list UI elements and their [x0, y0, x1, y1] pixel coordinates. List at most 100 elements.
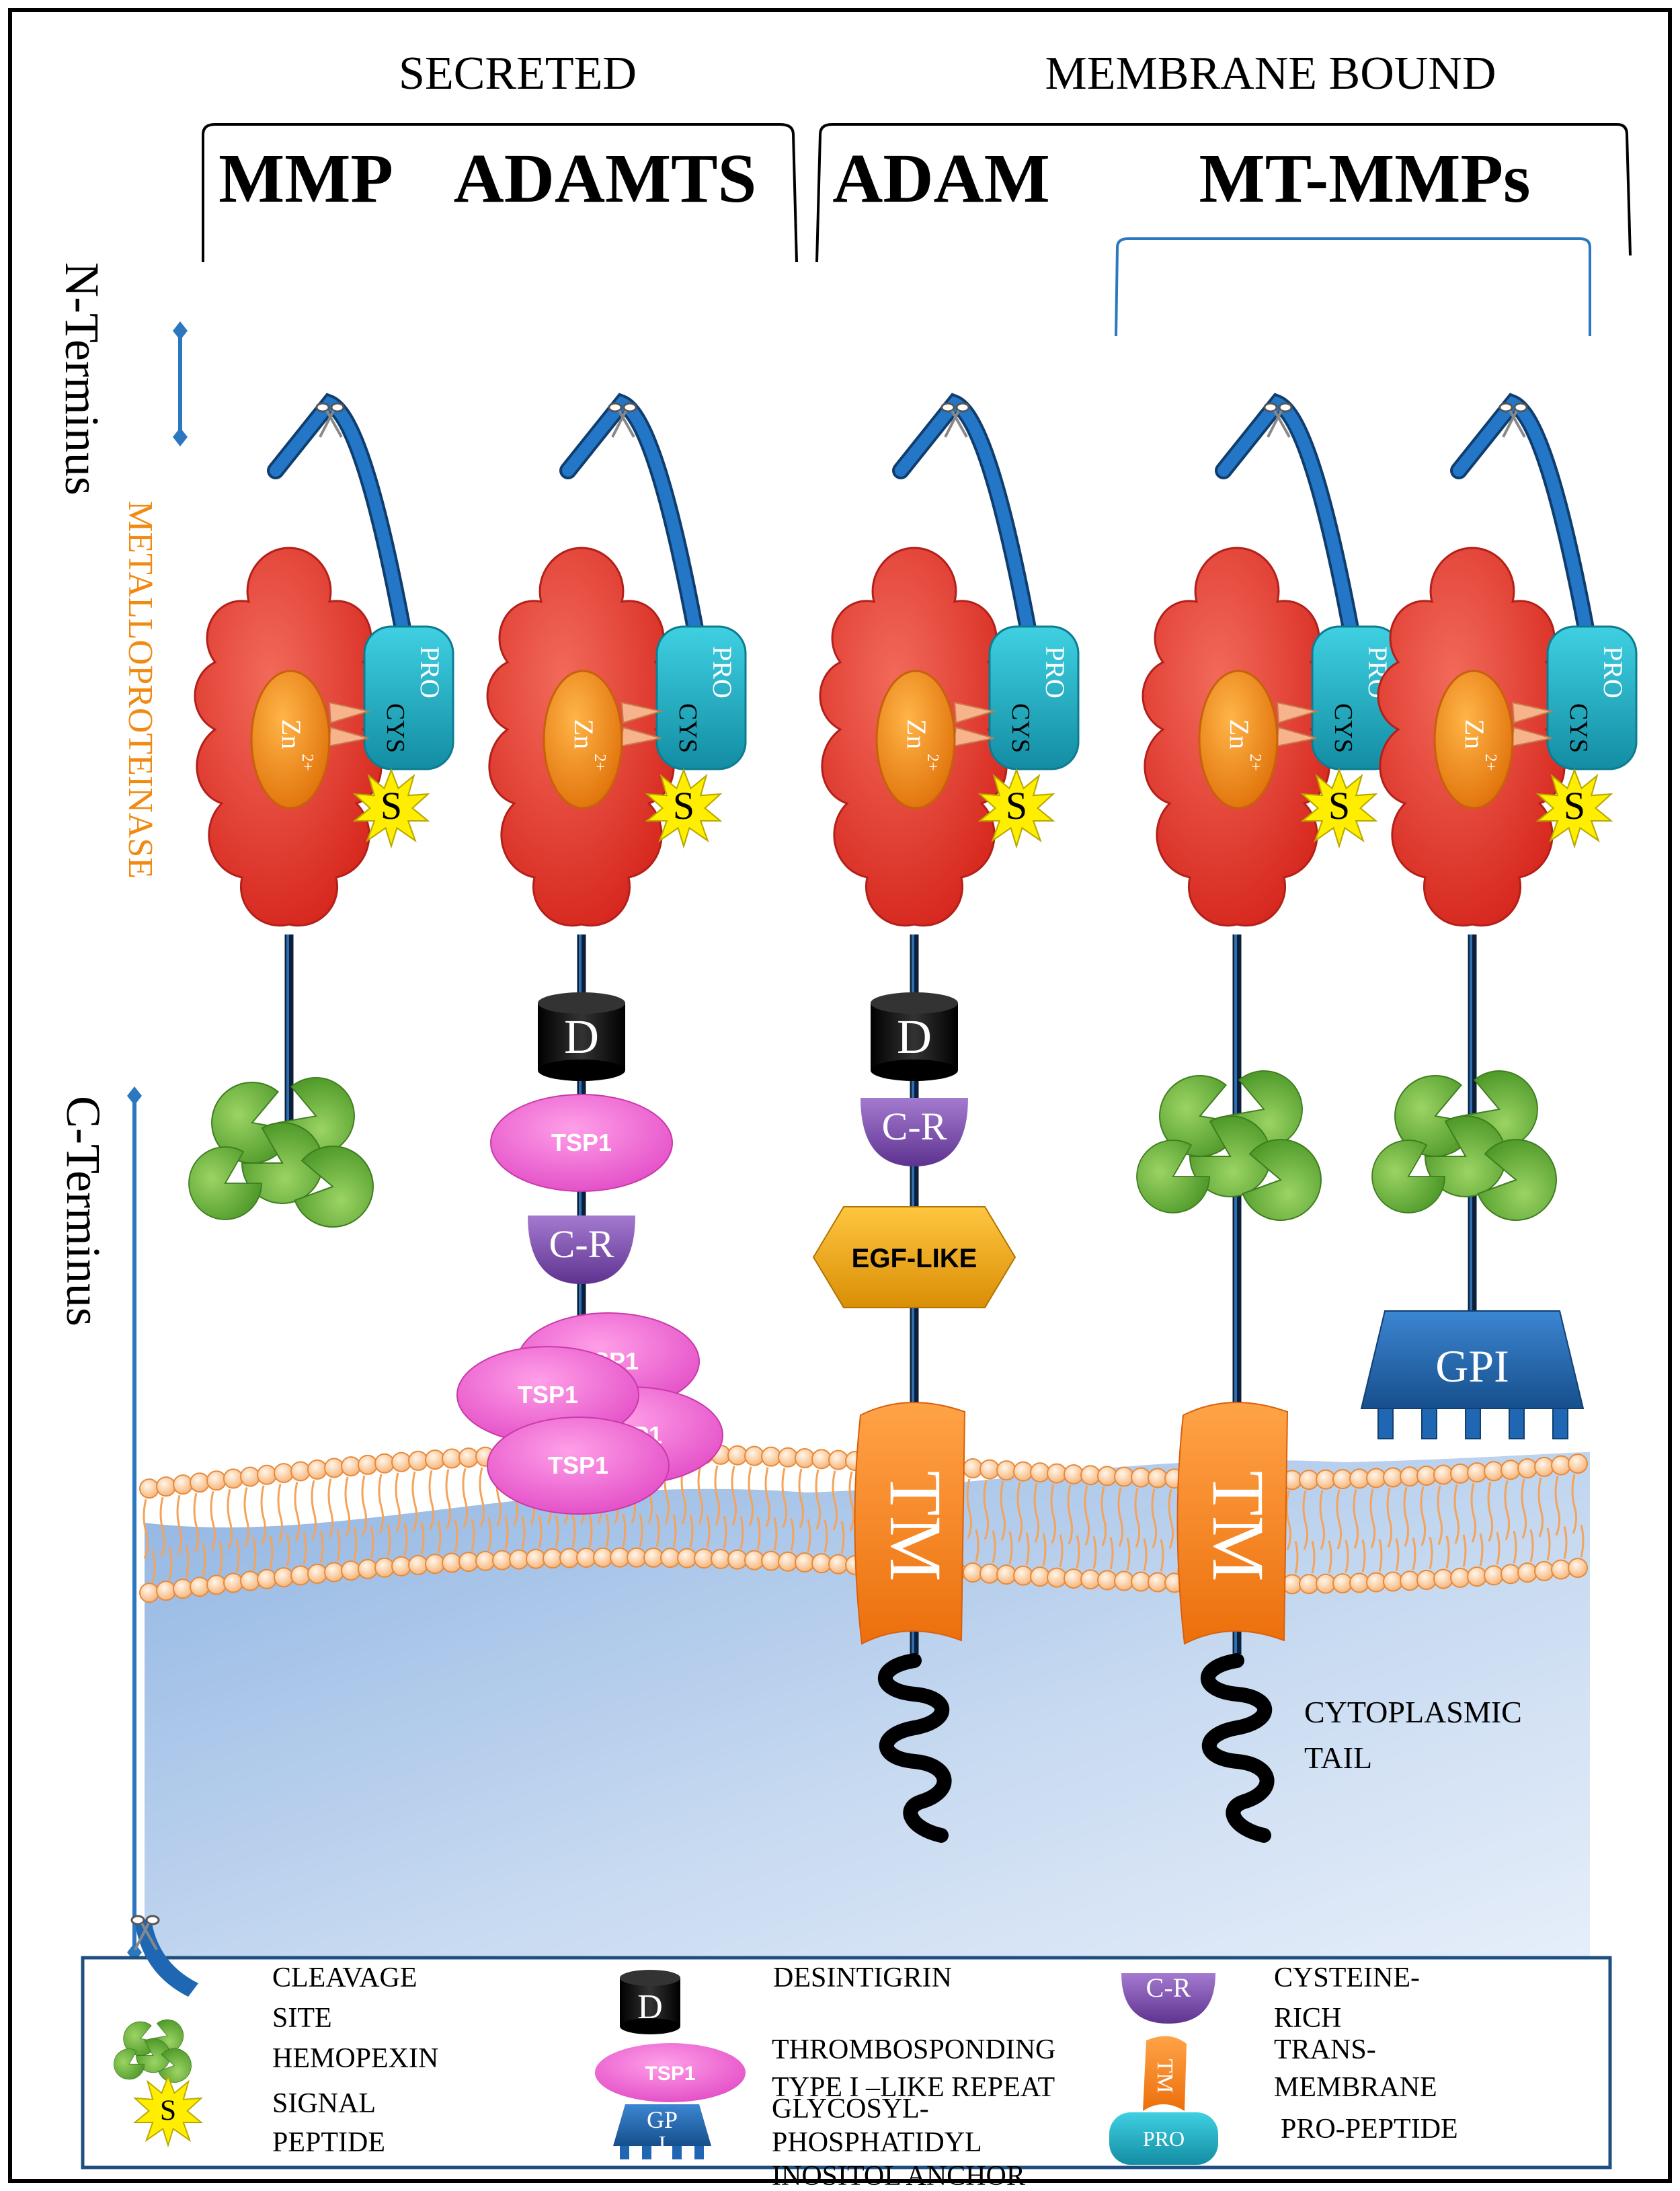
zinc-charge-text: 2+ — [1246, 754, 1264, 771]
proteins: PROCYSZn2+SPROCYSZn2+SDTSP1C-RTSP1TSP1TS… — [175, 393, 1638, 1843]
s-text: S — [673, 784, 694, 828]
mmp-label: MMP — [218, 140, 393, 217]
pro-text: PRO — [415, 646, 445, 699]
tsp1-text: TSP1 — [551, 1129, 612, 1156]
legend-hemopexin: HEMOPEXIN — [272, 2043, 438, 2074]
zinc-charge-text: 2+ — [298, 754, 316, 771]
s-text: S — [1564, 784, 1585, 828]
cys-bond — [1511, 701, 1554, 724]
cr-text: C-R — [882, 1105, 947, 1148]
n-terminus-axis — [173, 321, 188, 446]
cytoplasmic-tail — [1201, 1653, 1275, 1843]
desintigrin-domain: D — [871, 992, 958, 1081]
zinc-ion — [250, 670, 331, 809]
membrane-bound-bracket — [815, 123, 1632, 263]
zinc-charge-text: 2+ — [924, 754, 941, 771]
transmembrane-domain: TM — [1176, 1402, 1289, 1645]
cytoplasmic-label-1: CYTOPLASMIC — [1304, 1695, 1522, 1729]
mt-mmps-bracket — [1115, 237, 1591, 337]
membrane-bound-label: MEMBRANE BOUND — [1045, 48, 1496, 99]
cr-text: C-R — [549, 1222, 614, 1266]
cys-text: CYS — [381, 703, 409, 753]
cys-bond — [621, 701, 664, 724]
zinc-text: Zn — [276, 719, 307, 749]
hemopexin-domain — [175, 1069, 379, 1234]
legend-thrombo-2: TYPE I –LIKE REPEAT — [772, 2072, 1055, 2103]
hemopexin-domain — [1123, 1062, 1327, 1227]
pro-peptide-icon: PRO — [1109, 2112, 1218, 2165]
cytoplasmic-label-2: TAIL — [1304, 1741, 1372, 1775]
gpi-text: GPI — [1435, 1341, 1509, 1392]
zinc-text: Zn — [569, 719, 599, 749]
pro-text: PRO — [707, 646, 737, 699]
s-text: S — [1006, 784, 1027, 828]
zinc-ion — [543, 670, 623, 809]
s-text: S — [1328, 784, 1350, 828]
cysteine-rich-domain: C-R — [528, 1216, 635, 1284]
zinc-text: Zn — [1459, 719, 1490, 749]
cys-bond — [953, 701, 996, 724]
legend-glycosyl-1: GLYCOSYL- — [772, 2094, 929, 2124]
pro-peptide — [363, 625, 454, 770]
transmembrane-domain: TM — [854, 1402, 966, 1645]
legend-icon-d: D — [637, 1988, 663, 2026]
legend-icon-gpi-2: I — [658, 2132, 666, 2157]
desintigrin-domain: D — [538, 992, 625, 1081]
legend-icon-pro: PRO — [1143, 2126, 1185, 2151]
egf-like-domain: EGF-LIKE — [812, 1206, 1016, 1308]
d-text: D — [564, 1010, 599, 1064]
tsp1-icon: TSP1 — [595, 2043, 746, 2102]
legend-propeptide: PRO-PEPTIDE — [1281, 2114, 1458, 2145]
pro-text: PRO — [1598, 646, 1628, 699]
signal-peptide-icon: S — [134, 2075, 202, 2147]
legend-cleavage-2: SITE — [272, 2003, 332, 2034]
pro-text: PRO — [1040, 646, 1070, 699]
pro-peptide — [988, 625, 1080, 770]
adamts-label: ADAMTS — [454, 140, 757, 217]
legend-trans-1: TRANS- — [1274, 2034, 1376, 2065]
secreted-bracket — [202, 123, 798, 263]
legend-cysteine-2: RICH — [1274, 2003, 1341, 2034]
pro-peptide — [655, 625, 747, 770]
metalloproteinase-label: METALLOPROTEINASE — [121, 501, 159, 879]
zinc-charge-text: 2+ — [1482, 754, 1499, 771]
adam-label: ADAM — [832, 140, 1049, 217]
legend-desintigrin: DESINTIGRIN — [773, 1962, 952, 1993]
legend-thrombo-1: THROMBOSPONDING — [772, 2034, 1055, 2065]
gpi-icon: GP I — [613, 2104, 711, 2159]
secreted-label: SECRETED — [399, 48, 637, 99]
legend-signal-2: PEPTIDE — [272, 2127, 385, 2158]
legend-icon-tm: TM — [1152, 2059, 1177, 2094]
tsp1-domain: TSP1 — [487, 1417, 670, 1515]
tm-text: TM — [875, 1471, 957, 1582]
n-terminus-label: N-Terminus — [55, 262, 109, 495]
cys-bond — [1276, 701, 1319, 724]
cys-bond — [328, 701, 371, 724]
legend-trans-2: MEMBRANE — [1274, 2072, 1437, 2103]
zinc-charge-text: 2+ — [591, 754, 608, 771]
cys-text: CYS — [1329, 703, 1357, 753]
tsp1-domain: TSP1 — [490, 1094, 673, 1192]
pro-peptide — [1546, 625, 1638, 770]
tsp1-text: TSP1 — [548, 1451, 608, 1479]
s-text: S — [381, 784, 402, 828]
egf-text: EGF-LIKE — [852, 1244, 977, 1273]
zinc-ion — [875, 670, 956, 809]
mt-mmps-label: MT-MMPs — [1199, 140, 1531, 217]
gpi-anchor: GPI — [1360, 1310, 1585, 1439]
hemopexin-domain — [1359, 1062, 1562, 1227]
cysteine-rich-domain: C-R — [861, 1098, 968, 1166]
cysteine-rich-icon: C-R — [1121, 1973, 1215, 2024]
c-terminus-axis — [127, 1086, 142, 1962]
cys-text: CYS — [1006, 703, 1035, 753]
zinc-text: Zn — [902, 719, 932, 749]
zinc-ion — [1433, 670, 1514, 809]
legend-cysteine-1: CYSTEINE- — [1274, 1962, 1420, 1993]
d-text: D — [897, 1010, 932, 1064]
